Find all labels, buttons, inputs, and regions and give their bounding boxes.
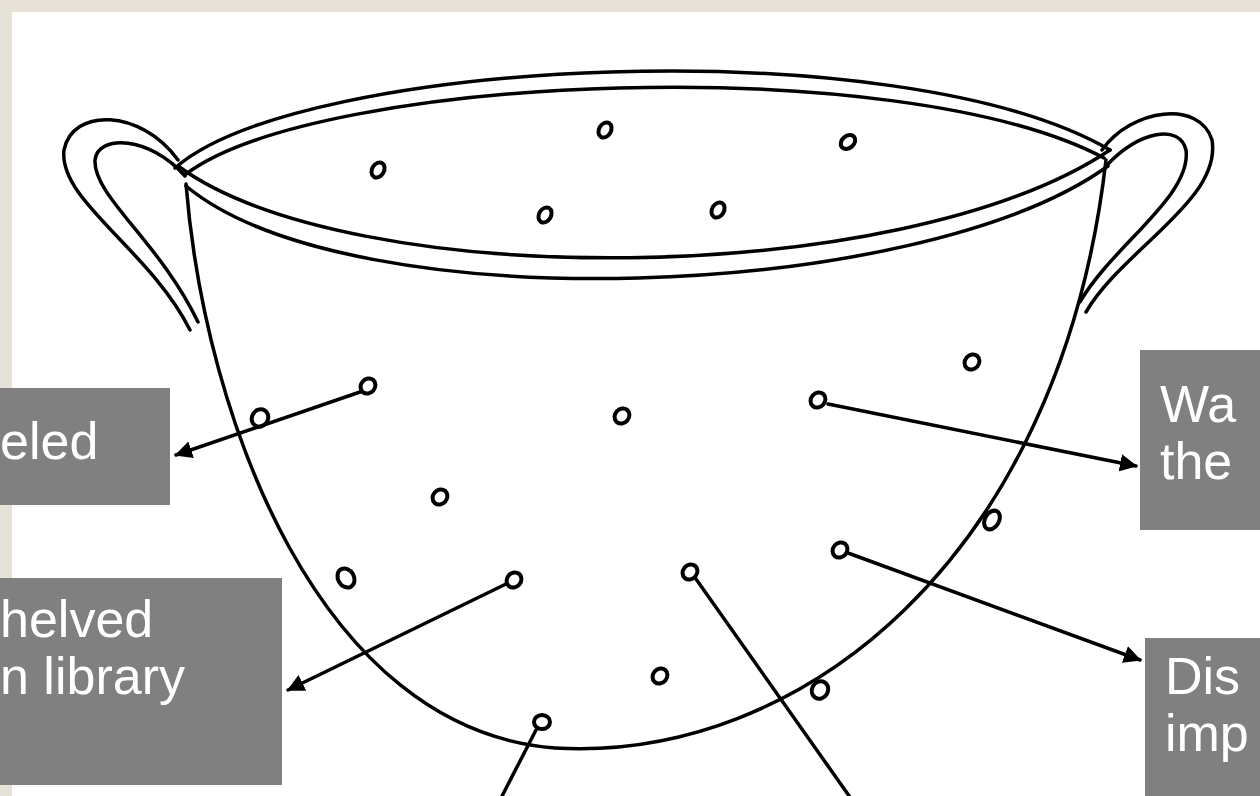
drain-hole: [611, 405, 632, 426]
handle-outline: [1086, 114, 1213, 312]
drain-hole: [829, 539, 850, 560]
rim-outline: [186, 87, 1104, 174]
callout-box: helved n library: [0, 578, 282, 785]
drain-hole: [369, 160, 387, 180]
leader-line: [288, 584, 506, 690]
leader-line: [500, 730, 536, 796]
callout-box: Dis imp: [1145, 638, 1260, 796]
handle-outline: [64, 120, 190, 330]
callout-text: helved n library: [0, 591, 191, 705]
rim-outline: [186, 166, 1108, 279]
drain-hole: [709, 200, 727, 220]
bowl-outline: [186, 160, 1106, 749]
leader-line: [696, 579, 852, 796]
rim-outline: [175, 71, 1110, 168]
callout-text: Dis imp: [1165, 648, 1260, 762]
drain-hole: [649, 665, 670, 686]
drain-hole: [334, 565, 358, 590]
drain-hole: [838, 132, 858, 151]
drain-hole: [961, 351, 982, 372]
leader-line: [828, 404, 1136, 466]
rim-outline: [178, 150, 1110, 258]
drain-hole: [534, 715, 550, 729]
callout-text: Wa the: [1160, 376, 1260, 490]
drain-hole: [503, 569, 524, 590]
leader-line: [848, 553, 1140, 660]
callout-box: eled: [0, 388, 170, 505]
callout-box: Wa the: [1140, 350, 1260, 530]
drain-hole: [981, 508, 1003, 532]
drain-hole: [429, 486, 450, 507]
drain-hole: [809, 678, 832, 702]
drain-hole: [807, 389, 828, 410]
callout-text: eled: [0, 413, 160, 470]
drain-hole: [536, 205, 554, 225]
leader-line: [176, 392, 360, 455]
drain-hole: [596, 120, 614, 140]
